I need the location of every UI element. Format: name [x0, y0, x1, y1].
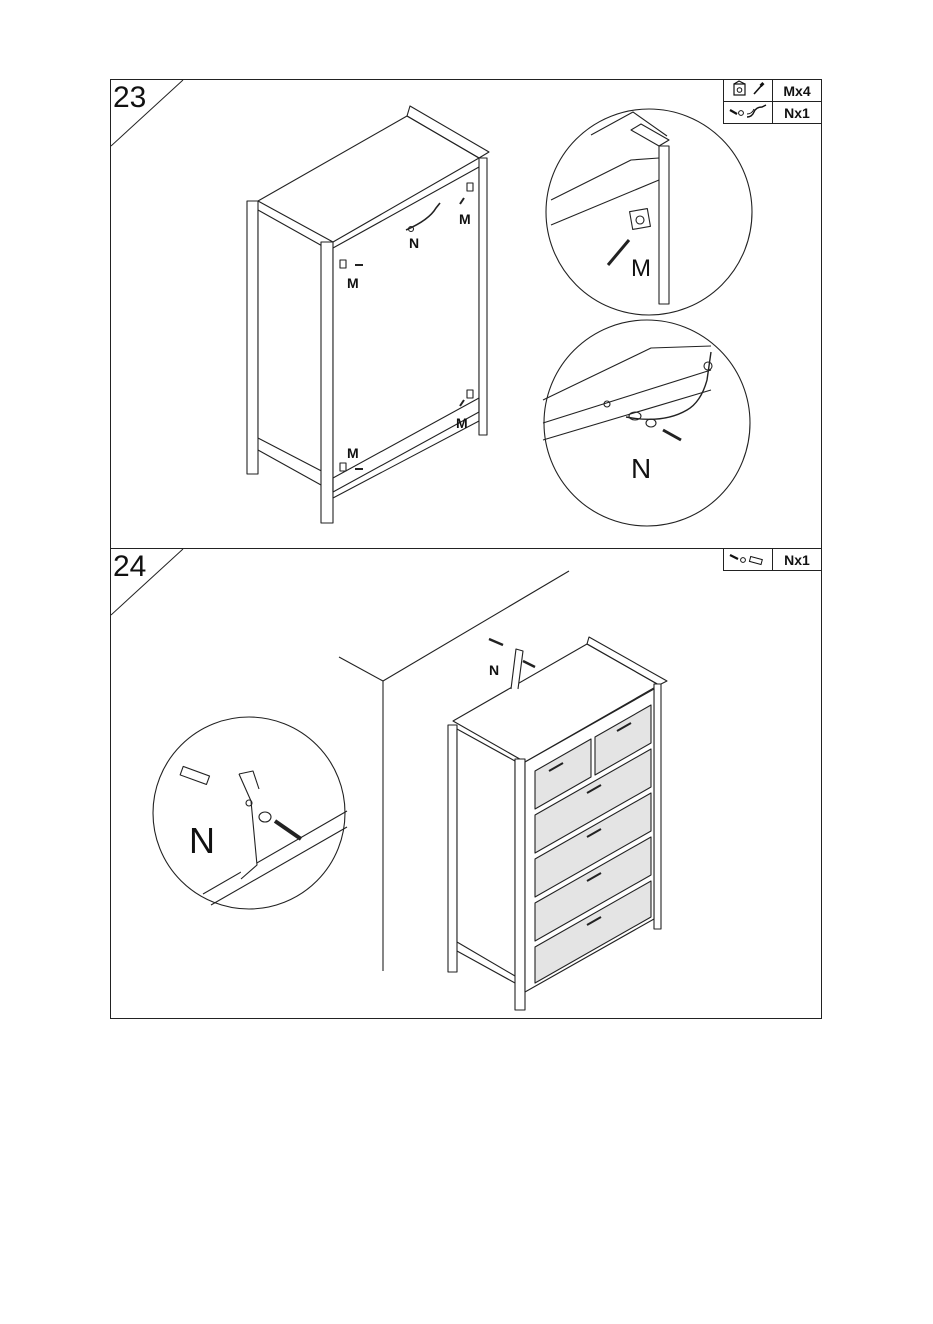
step-23-illustration: M M N M M M N — [111, 80, 823, 550]
detail-label-m: M — [631, 255, 651, 282]
detail-label-n: N — [631, 453, 651, 484]
detail-label-n: N — [189, 820, 215, 861]
label-m: M — [347, 275, 359, 291]
label-n: N — [489, 662, 499, 678]
label-m: M — [456, 415, 468, 431]
label-n: N — [409, 235, 419, 251]
detail-circle-strap — [543, 320, 750, 526]
detail-circle-wall-fixing — [153, 717, 347, 909]
detail-circle-bracket — [546, 109, 752, 315]
step-23-panel: 23 Mx4 — [110, 79, 822, 549]
step-24-panel: 24 Nx1 — [110, 548, 822, 1019]
step-24-illustration: N N — [111, 549, 823, 1020]
label-m: M — [459, 211, 471, 227]
cabinet-back-view — [247, 106, 489, 523]
chest-of-drawers — [448, 637, 667, 1010]
label-m: M — [347, 445, 359, 461]
